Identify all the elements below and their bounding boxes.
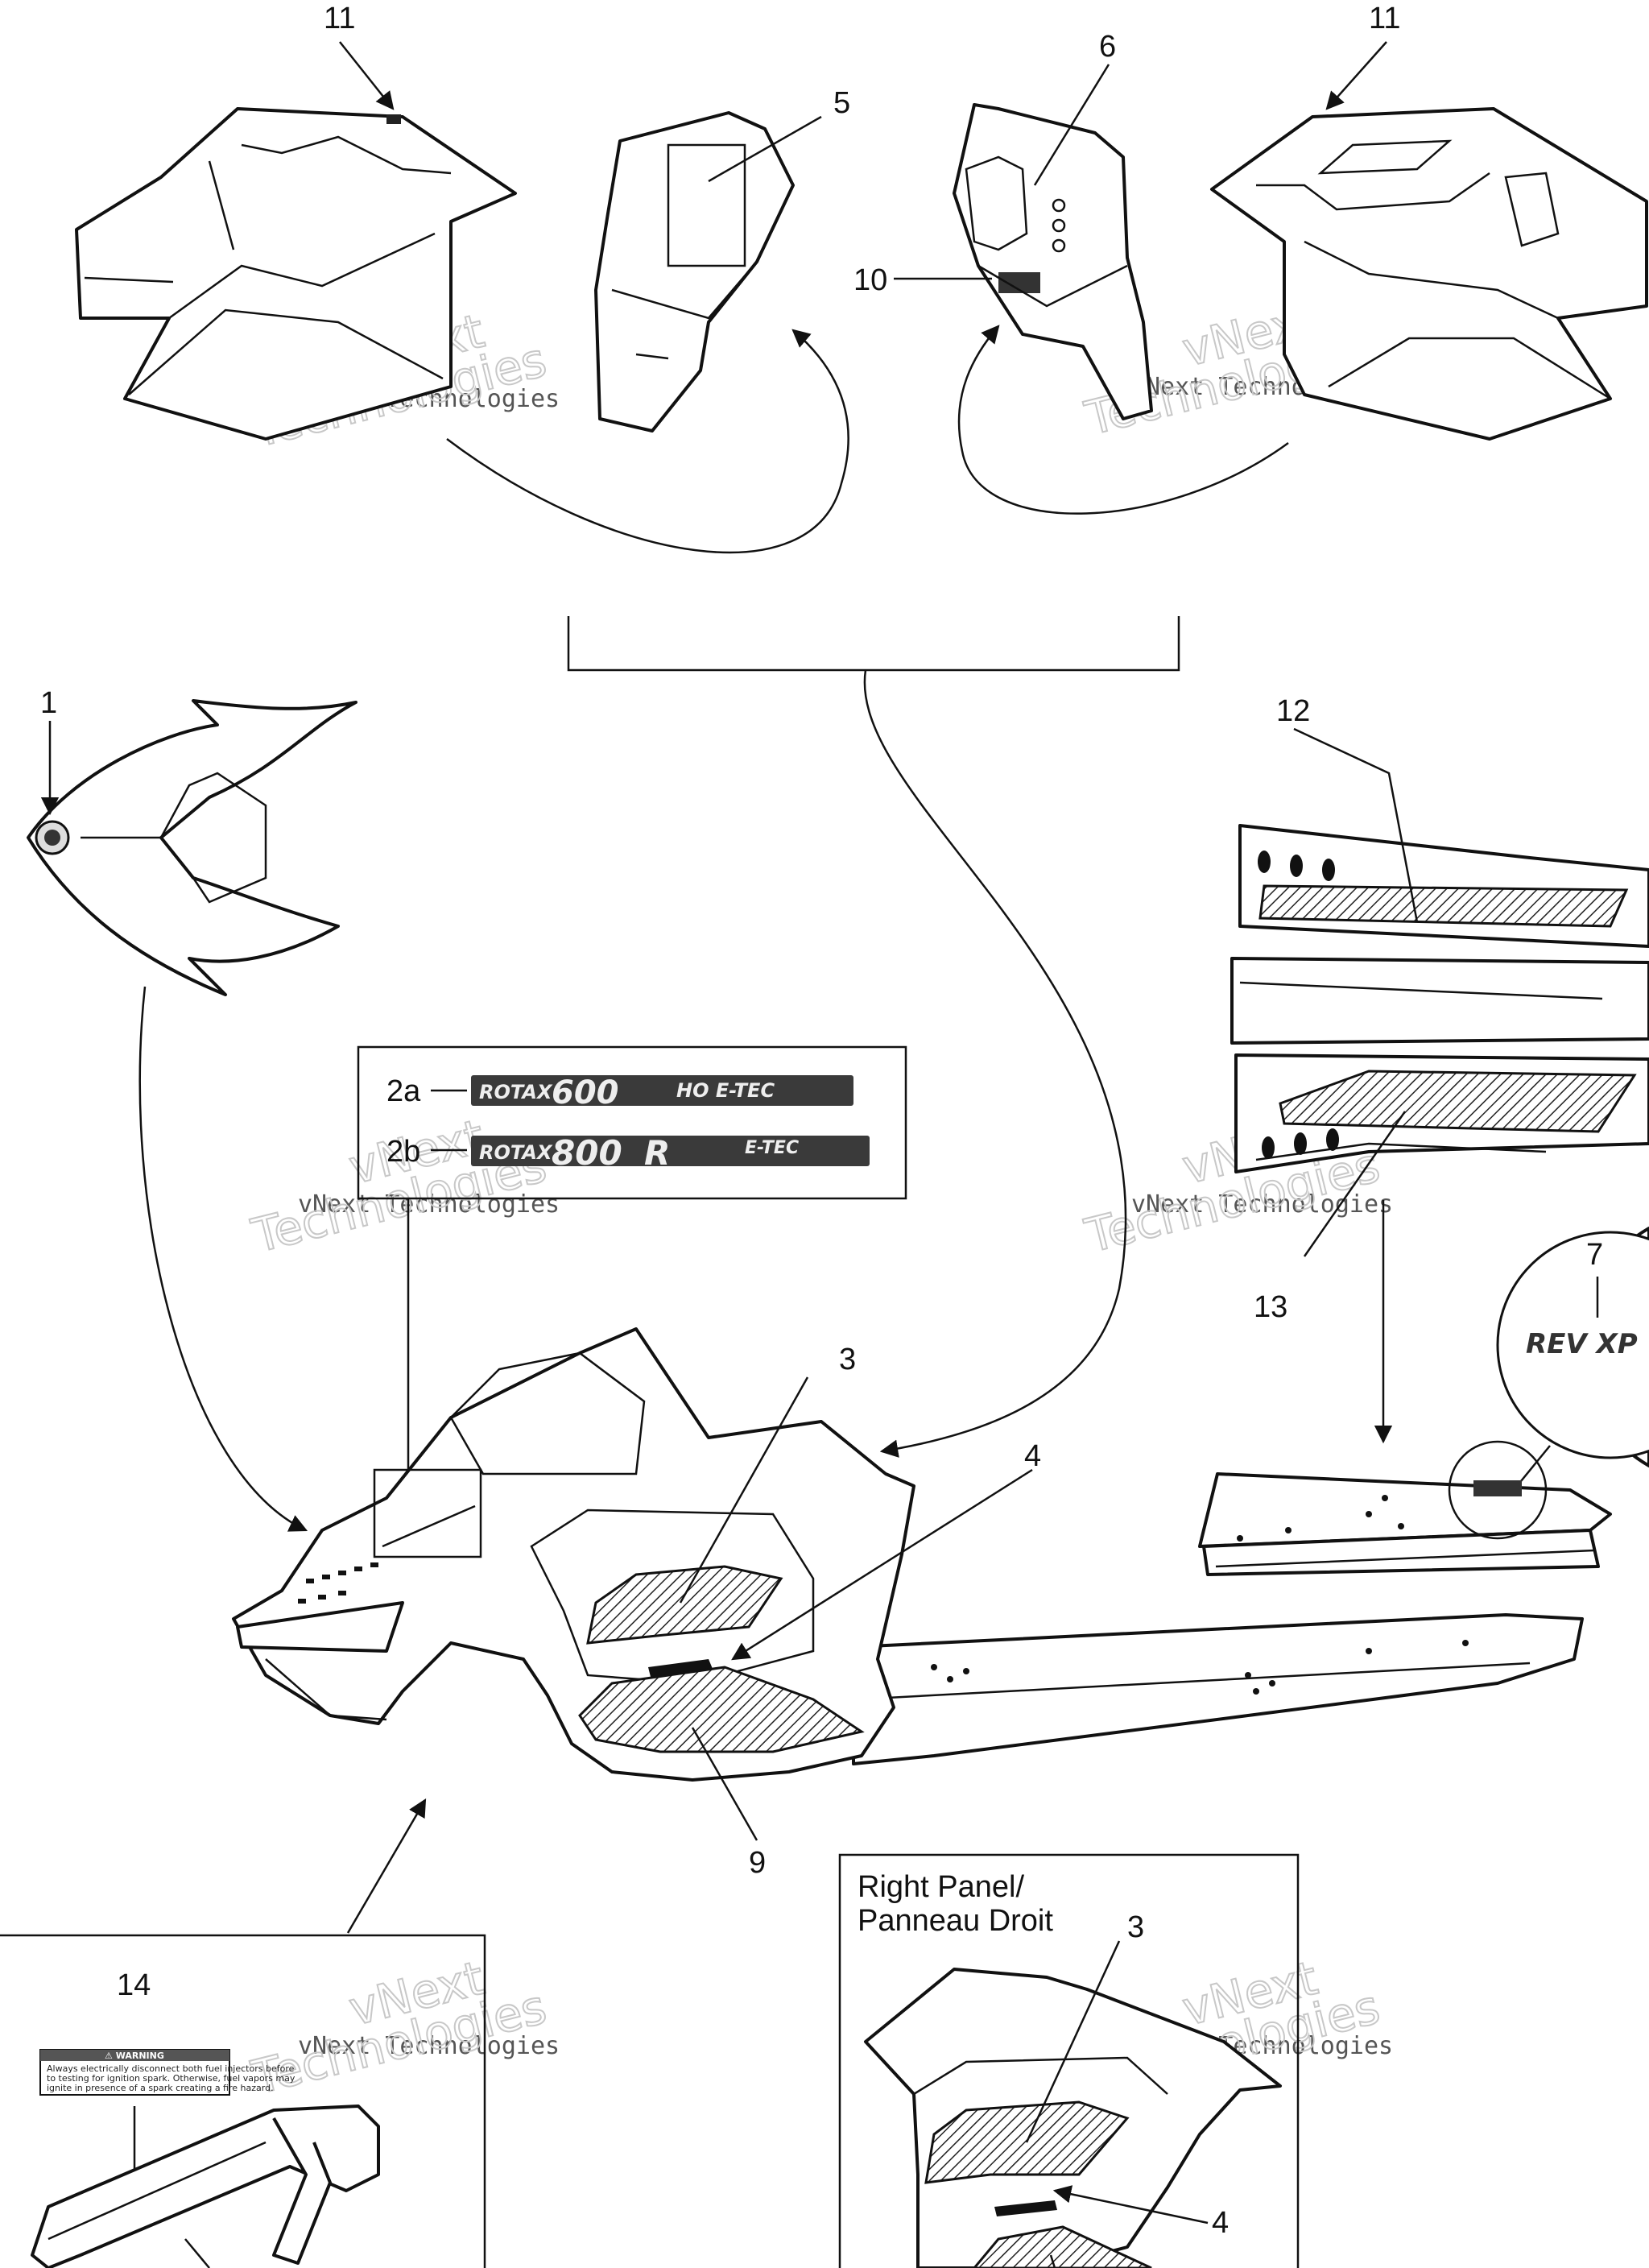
- svg-text:600: 600: [552, 1074, 619, 1111]
- other-leaders: [40, 41, 1419, 1257]
- gauge-cover-part: [594, 111, 795, 432]
- decal-2a: ROTAX 600 HO E-TEC: [471, 1074, 853, 1111]
- svg-text:ROTAX: ROTAX: [479, 1081, 553, 1103]
- svg-text:⚠ WARNING: ⚠ WARNING: [105, 2051, 164, 2061]
- callout-1: 1: [40, 686, 57, 720]
- callout-14: 14: [117, 1968, 151, 2002]
- callout-5: 5: [833, 86, 850, 120]
- callout-10: 10: [853, 263, 887, 297]
- svg-text:ignite in presence of a spark: ignite in presence of a spark creating a…: [47, 2083, 274, 2093]
- main-leaders: [346, 1376, 1033, 1934]
- right-panel-label-line2: Panneau Droit: [858, 1904, 1053, 1938]
- svg-text:800: 800: [552, 1133, 622, 1173]
- console-part: [953, 103, 1153, 420]
- svg-text:HO E-TEC: HO E-TEC: [676, 1079, 775, 1102]
- left-side-panel: [75, 107, 517, 441]
- steering-box: ⚠ WARNING Always electrically disconnect…: [0, 1934, 486, 2268]
- callout-2b: 2b: [386, 1135, 420, 1169]
- svg-text:to testing for ignition spark.: to testing for ignition spark. Otherwise…: [47, 2073, 295, 2084]
- hood-link-arrow: [138, 986, 308, 1532]
- callout-numbers: 11 11 5 6 10 1 12 13 7 3 4 9 14 3 4: [40, 2, 1603, 2240]
- callout-3: 3: [839, 1343, 856, 1376]
- front-hood-part: [27, 699, 357, 996]
- callout-7: 7: [1586, 1238, 1603, 1272]
- callout-13: 13: [1254, 1290, 1287, 1324]
- right-panel-box: Right Panel/ Panneau Droit: [838, 1853, 1300, 2268]
- callout-4: 4: [1024, 1439, 1041, 1473]
- callout-11-left: 11: [324, 2, 355, 35]
- svg-text:R: R: [644, 1133, 670, 1173]
- top-connectors: [446, 325, 1289, 1458]
- svg-text:vNext Technologies: vNext Technologies: [298, 1190, 560, 1219]
- callout-2a: 2a: [386, 1074, 421, 1108]
- decal-2b: ROTAX 800 R E-TEC: [471, 1133, 870, 1173]
- svg-text:Always electrically disconnect: Always electrically disconnect both fuel…: [47, 2063, 295, 2074]
- tunnel-side-section: [1198, 1440, 1612, 1576]
- tunnel-strip: [1230, 824, 1649, 1173]
- callout-9: 9: [749, 1846, 766, 1880]
- revxp-decal-zoom: REV XP: [1496, 1227, 1649, 1491]
- callout-11-right: 11: [1369, 2, 1400, 35]
- svg-text:E-TEC: E-TEC: [745, 1138, 799, 1158]
- callout-12: 12: [1276, 694, 1310, 728]
- callout-3-panel: 3: [1127, 1910, 1144, 1944]
- callout-6: 6: [1099, 30, 1116, 64]
- right-side-panel: [1210, 107, 1648, 441]
- svg-text:REV XP: REV XP: [1526, 1328, 1638, 1360]
- svg-text:vNext Technologies: vNext Technologies: [298, 2032, 560, 2060]
- svg-text:vNext Technologies: vNext Technologies: [1131, 1190, 1393, 1219]
- snowmobile-assembly: [232, 1327, 1584, 1782]
- callout-4-panel: 4: [1212, 2206, 1229, 2240]
- engine-decal-box: 2a ROTAX 600 HO E-TEC 2b ROTAX 800 R E-T…: [357, 1045, 907, 1200]
- right-panel-label-line1: Right Panel/: [858, 1870, 1024, 1904]
- warning-label-14: ⚠ WARNING Always electrically disconnect…: [39, 2049, 295, 2096]
- svg-text:ROTAX: ROTAX: [479, 1141, 553, 1164]
